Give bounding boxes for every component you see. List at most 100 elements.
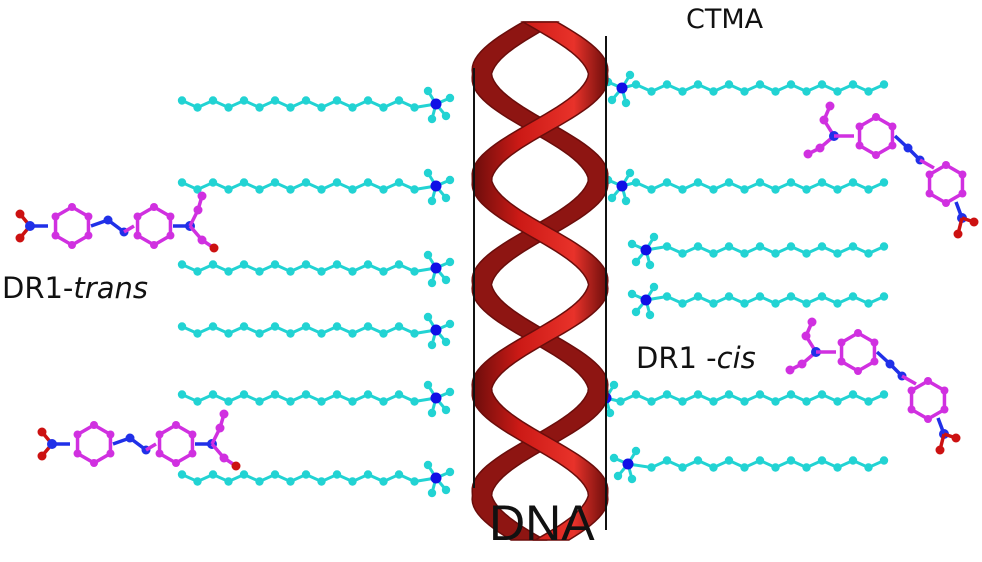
ethyl-atom <box>193 205 203 215</box>
carbon-atom <box>286 267 295 276</box>
ring-carbon-atom <box>172 459 180 467</box>
methyl-atom <box>645 310 655 320</box>
carbon-atom <box>301 322 311 331</box>
ring-carbon-atom <box>166 231 175 240</box>
ctma-label: CTMA <box>686 4 764 35</box>
carbon-atom <box>301 96 311 105</box>
ring-carbon-atom <box>907 386 916 395</box>
carbon-atom <box>786 242 796 251</box>
ethyl-atom <box>197 191 207 201</box>
ctma-chain-left <box>177 460 455 498</box>
dr1-trans-label: DR1-trans <box>2 271 148 305</box>
carbon-atom <box>755 80 765 89</box>
carbon-atom <box>693 292 703 301</box>
carbon-atom <box>709 463 718 472</box>
carbon-atom <box>379 185 388 194</box>
ethanol-atom <box>797 359 807 369</box>
carbon-atom <box>208 178 218 187</box>
carbon-atom <box>848 178 858 187</box>
methyl-atom <box>441 405 451 415</box>
carbon-atom <box>833 249 842 258</box>
carbon-atom <box>301 260 311 269</box>
ammonium-nitrogen-atom <box>616 180 628 192</box>
nitro-nitrogen-atom <box>47 439 57 449</box>
ring-carbon-atom <box>68 241 76 249</box>
dr1-trans-molecule-2 <box>37 409 241 471</box>
ring-carbon-atom <box>872 113 880 121</box>
carbon-atom <box>270 260 280 269</box>
alkyl-chain-bond <box>181 98 416 110</box>
ctma-chain-left <box>177 86 455 124</box>
methyl-atom <box>609 380 619 390</box>
ring-carbon-atom <box>51 231 60 240</box>
dye-bond <box>123 224 135 234</box>
ethanol-atom <box>785 365 795 375</box>
carbon-atom <box>193 397 202 406</box>
methyl-atom <box>445 467 455 477</box>
carbon-atom <box>224 103 233 112</box>
carbon-atom <box>348 103 357 112</box>
methyl-atom <box>627 289 637 299</box>
ctma-chain-right <box>603 168 889 206</box>
carbon-atom <box>255 103 264 112</box>
carbon-atom <box>239 470 249 479</box>
ring-carbon-atom <box>924 377 932 385</box>
methyl-atom <box>609 453 619 463</box>
carbon-atom <box>177 96 187 105</box>
carbon-atom <box>255 267 264 276</box>
carbon-atom <box>755 390 765 399</box>
carbon-atom <box>224 185 233 194</box>
ctma-chain-left <box>177 168 455 206</box>
carbon-atom <box>177 178 187 187</box>
carbon-atom <box>317 267 326 276</box>
carbon-atom <box>864 185 873 194</box>
carbon-atom <box>394 390 404 399</box>
carbon-atom <box>317 103 326 112</box>
alkyl-chain-bond <box>650 458 885 470</box>
carbon-atom <box>755 178 765 187</box>
methyl-atom <box>427 196 437 206</box>
carbon-atom <box>833 185 842 194</box>
methyl-atom <box>631 257 641 267</box>
methyl-atom <box>607 193 617 203</box>
carbon-atom <box>394 96 404 105</box>
carbon-atom <box>363 322 373 331</box>
carbon-atom <box>177 390 187 399</box>
ring-carbon-atom <box>854 329 862 337</box>
ring-carbon-atom <box>870 338 879 347</box>
ring-carbon-atom <box>837 338 846 347</box>
carbon-atom <box>193 185 202 194</box>
carbon-atom <box>709 299 718 308</box>
carbon-atom <box>864 299 873 308</box>
methyl-atom <box>427 408 437 418</box>
carbon-atom <box>286 185 295 194</box>
carbon-atom <box>193 267 202 276</box>
ring-carbon-atom <box>155 449 164 458</box>
oxygen-atom <box>935 445 945 455</box>
carbon-atom <box>678 249 687 258</box>
carbon-atom <box>363 470 373 479</box>
dr1-trans-suffix: trans <box>73 271 148 305</box>
carbon-atom <box>709 87 718 96</box>
carbon-atom <box>879 242 889 251</box>
ring-carbon-atom <box>73 430 82 439</box>
carbon-atom <box>802 397 811 406</box>
ring-carbon-atom <box>73 449 82 458</box>
carbon-atom <box>363 390 373 399</box>
carbon-atom <box>693 178 703 187</box>
methyl-atom <box>607 95 617 105</box>
carbon-atom <box>864 463 873 472</box>
azo-nitrogen-atom <box>125 433 135 443</box>
ring-carbon-atom <box>133 231 142 240</box>
carbon-atom <box>270 178 280 187</box>
ring-carbon-atom <box>940 386 949 395</box>
carbon-atom <box>317 185 326 194</box>
ring-carbon-atom <box>870 357 879 366</box>
methyl-atom <box>621 196 631 206</box>
ammonium-nitrogen-atom <box>640 294 652 306</box>
dye-bond <box>145 442 157 452</box>
ammonium-nitrogen-atom <box>430 392 442 404</box>
carbon-atom <box>631 390 641 399</box>
alkyl-chain-bond <box>181 392 416 404</box>
